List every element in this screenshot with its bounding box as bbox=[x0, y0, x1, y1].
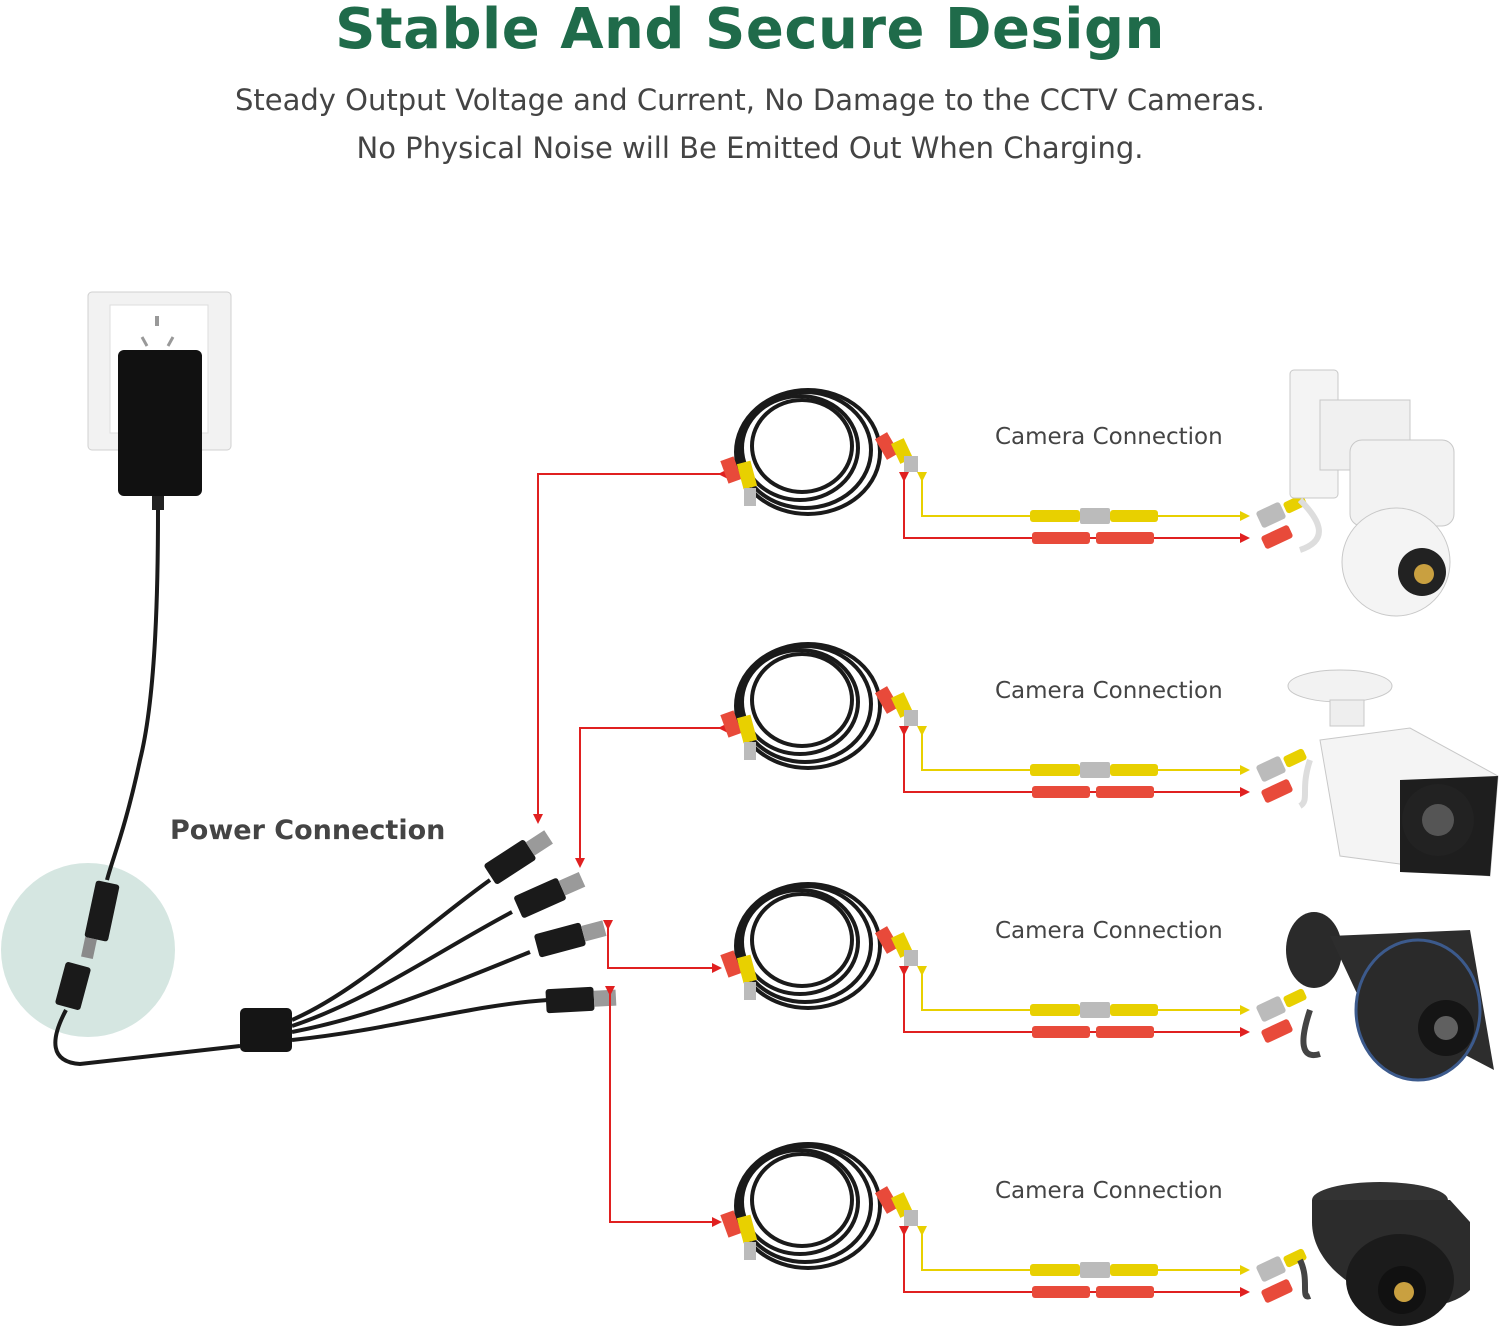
power-arrow-4 bbox=[605, 986, 722, 1227]
power-adapter-icon bbox=[118, 350, 202, 510]
subtitle-line-1: Steady Output Voltage and Current, No Da… bbox=[234, 83, 1266, 117]
power-splitter-icon bbox=[240, 830, 617, 1052]
cable-set-2 bbox=[720, 642, 1307, 803]
ptz-camera-icon bbox=[1289, 369, 1455, 617]
power-arrow-3 bbox=[603, 920, 722, 973]
camera-connection-label-3: Camera Connection bbox=[995, 918, 1223, 944]
bullet-camera-black-icon bbox=[1286, 912, 1494, 1082]
camera-connection-label-4: Camera Connection bbox=[995, 1178, 1223, 1204]
power-connection-label: Power Connection bbox=[170, 815, 446, 846]
dc-plug-male-icon bbox=[81, 880, 120, 960]
power-arrow bbox=[899, 472, 1250, 543]
dome-camera-icon bbox=[1297, 1182, 1470, 1326]
power-arrow-1 bbox=[533, 469, 728, 824]
dc-jack-female-icon bbox=[55, 962, 91, 1010]
adapter-cable bbox=[105, 509, 160, 881]
splitter-input-cable bbox=[53, 1009, 241, 1067]
bnc-cable-coil-icon bbox=[720, 642, 918, 770]
bnc-cable-coil-icon bbox=[720, 388, 918, 516]
cable-set-1 bbox=[720, 388, 1307, 549]
bullet-camera-white-icon bbox=[1287, 669, 1499, 877]
subtitle-line-2: No Physical Noise will Be Emitted Out Wh… bbox=[356, 131, 1144, 165]
inline-connector-icon bbox=[1030, 1248, 1307, 1303]
inline-connector-icon bbox=[1030, 748, 1307, 803]
power-arrow bbox=[899, 726, 1250, 797]
camera-connection-label-1: Camera Connection bbox=[995, 424, 1223, 450]
inline-connector-icon bbox=[1030, 988, 1307, 1043]
camera-connection-label-2: Camera Connection bbox=[995, 678, 1223, 704]
power-arrow bbox=[899, 1226, 1250, 1297]
inline-connector-icon bbox=[1030, 494, 1307, 549]
cable-set-3 bbox=[720, 882, 1307, 1043]
power-arrow bbox=[899, 966, 1250, 1037]
page-title: Stable And Secure Design bbox=[335, 0, 1165, 62]
bnc-cable-coil-icon bbox=[720, 882, 918, 1010]
power-arrow-2 bbox=[575, 723, 728, 868]
bnc-cable-coil-icon bbox=[720, 1142, 918, 1270]
cable-set-4 bbox=[720, 1142, 1307, 1303]
